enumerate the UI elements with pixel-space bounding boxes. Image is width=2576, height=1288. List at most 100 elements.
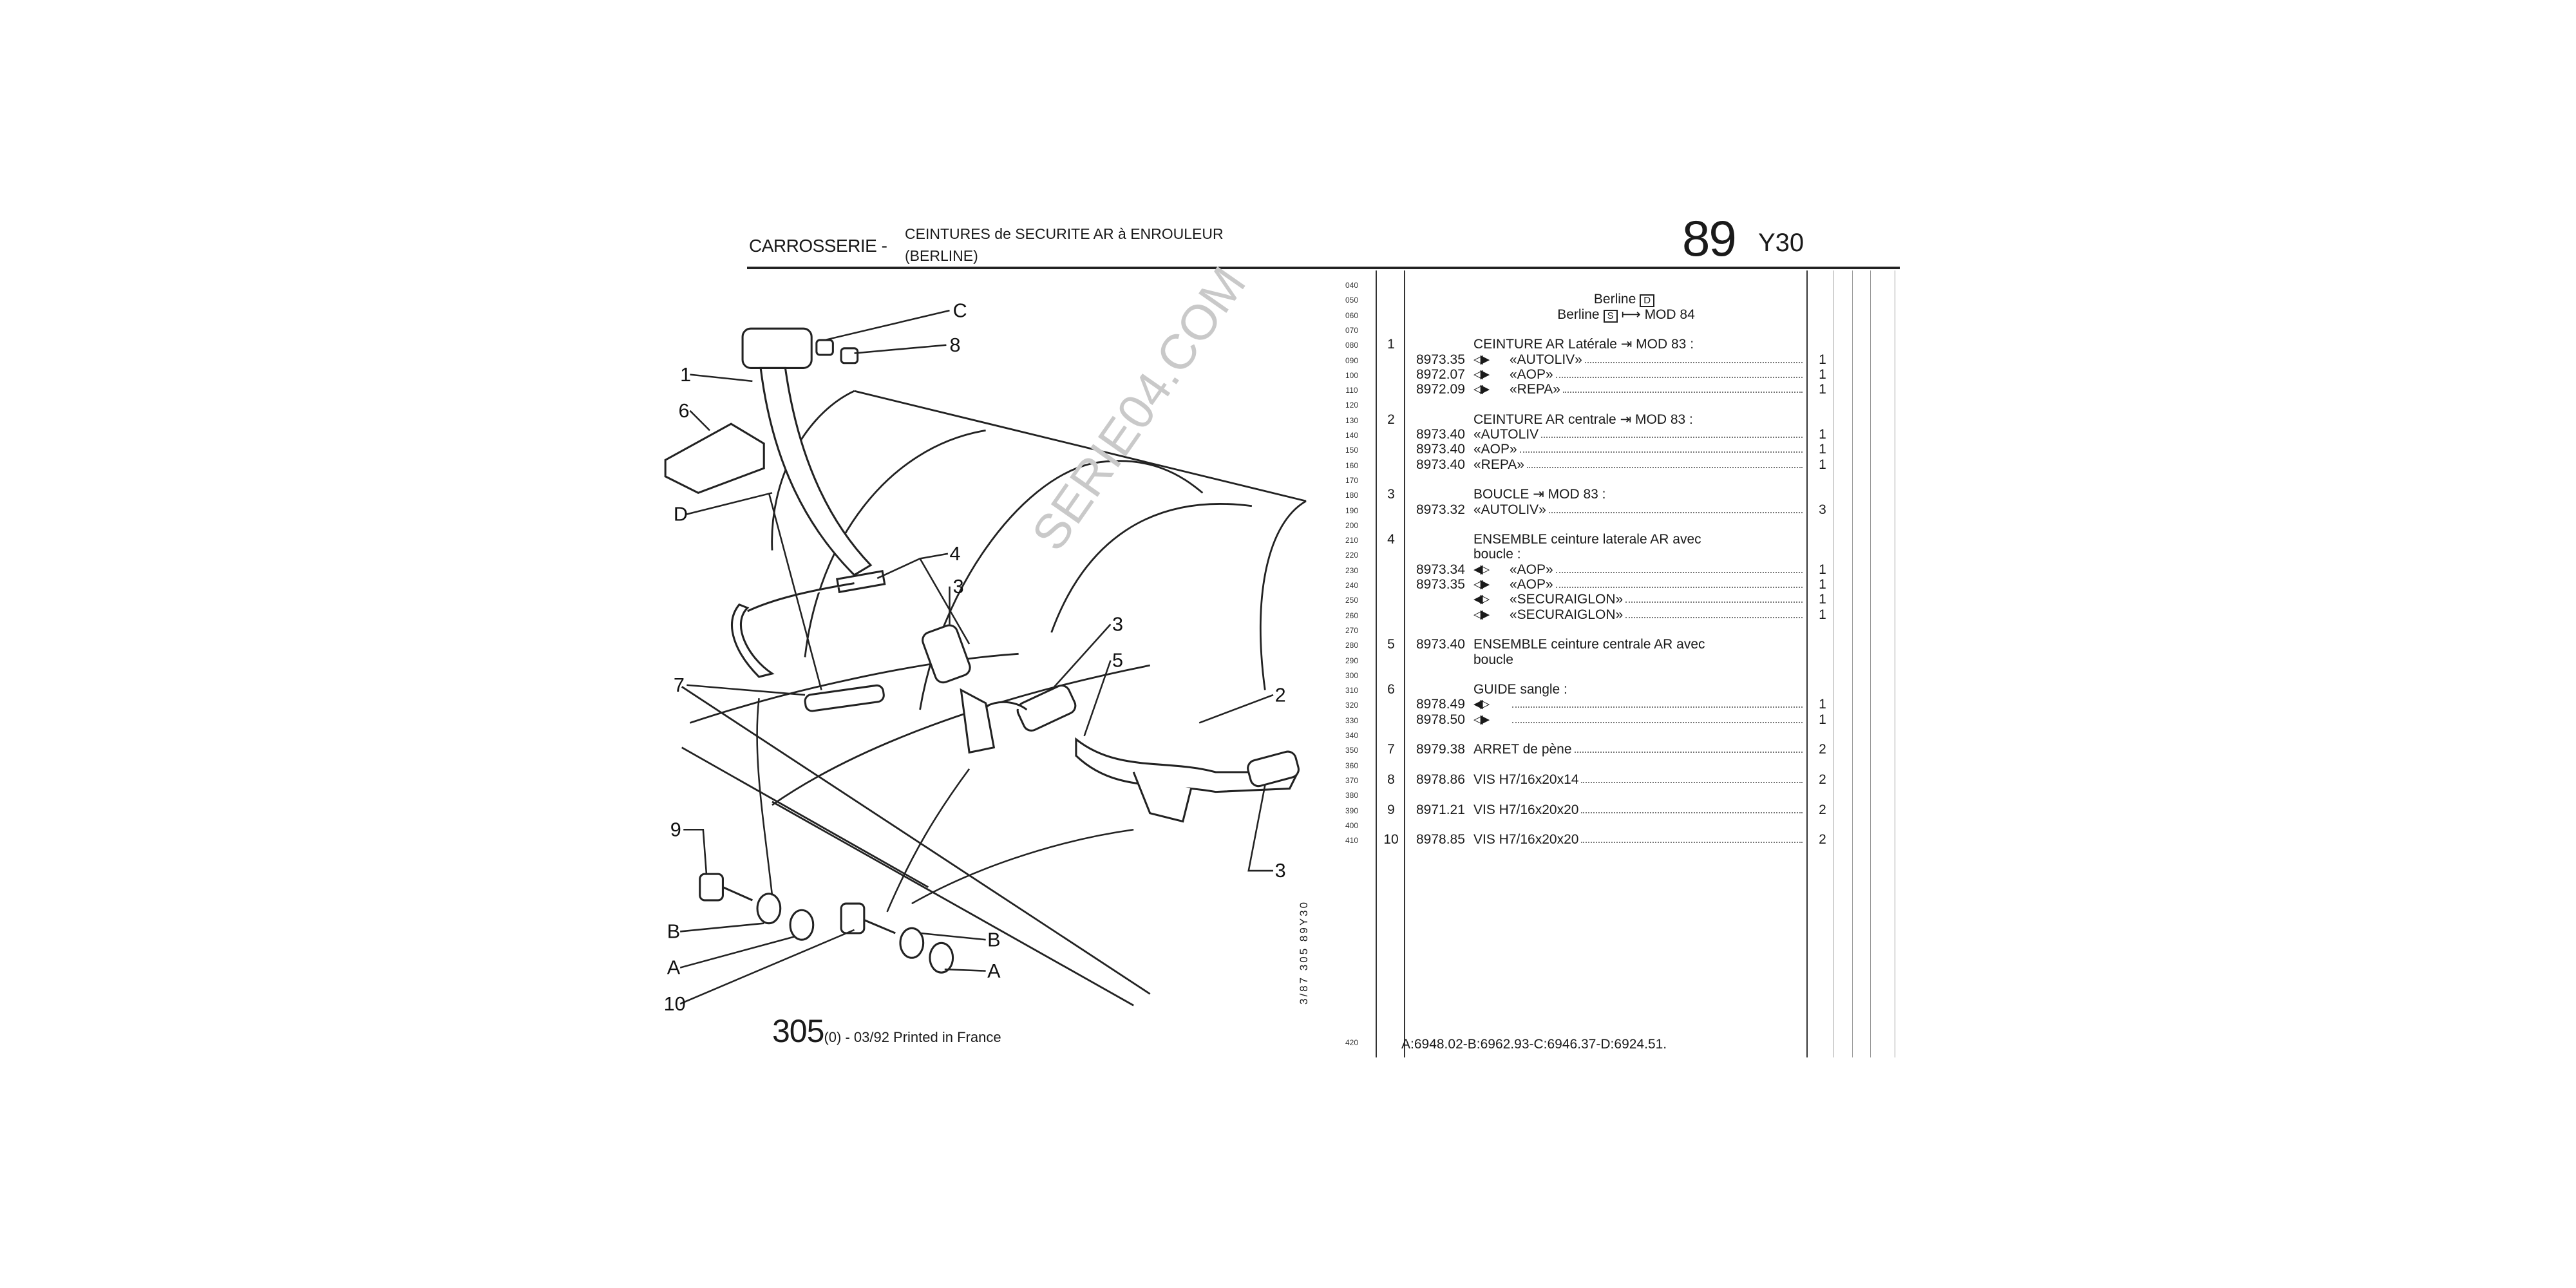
- table-row: CEINTURE AR centrale ⇥ MOD 83 :: [1416, 412, 1805, 427]
- part-description: «SECURAIGLON»: [1510, 607, 1624, 622]
- table-row: 8973.35◁▶«AOP»: [1416, 578, 1805, 592]
- quantity: 1: [1819, 442, 1826, 457]
- callout-6: 6: [679, 400, 690, 422]
- table-row: ◀▷«SECURAIGLON»: [1416, 592, 1805, 607]
- part-reference: 8973.35: [1416, 577, 1465, 592]
- line-code: 210: [1345, 536, 1359, 545]
- item-number: 7: [1387, 742, 1395, 757]
- dot-leader: [1555, 586, 1803, 588]
- part-reference: 8973.34: [1416, 562, 1465, 577]
- header-divider: [747, 267, 1900, 269]
- side-symbol-icon: ◁▶: [1473, 607, 1490, 621]
- part-description: «REPA»: [1473, 457, 1524, 472]
- table-row: CEINTURE AR Latérale ⇥ MOD 83 :: [1416, 337, 1805, 352]
- dot-leader: [1581, 841, 1803, 844]
- callout-4: 4: [949, 543, 960, 565]
- item-number: 10: [1383, 832, 1399, 848]
- item-number: 2: [1387, 412, 1395, 427]
- line-code: 340: [1345, 731, 1359, 740]
- item-number: 4: [1387, 532, 1395, 547]
- line-code: 380: [1345, 791, 1359, 800]
- part-description: «REPA»: [1510, 382, 1560, 397]
- page-code: Y30: [1758, 229, 1804, 257]
- part-description: «AUTOLIV»: [1473, 502, 1546, 517]
- table-row: 8972.07◁▶«AOP»: [1416, 366, 1805, 382]
- page-number: 89: [1682, 210, 1737, 267]
- quantity: 2: [1819, 832, 1826, 848]
- footer-page-number: 305: [772, 1013, 824, 1049]
- callout-8: 8: [949, 334, 960, 356]
- dot-leader: [1625, 616, 1803, 618]
- line-code: 310: [1345, 686, 1359, 696]
- center-belt: [1075, 737, 1300, 793]
- line-code: 110: [1345, 386, 1358, 395]
- line-code: 400: [1345, 820, 1359, 830]
- table-divider: [1806, 270, 1808, 1057]
- part-reference: 8973.40: [1416, 457, 1465, 472]
- table-row: 8973.40 «AOP»: [1416, 442, 1805, 457]
- line-code: 140: [1345, 431, 1359, 440]
- table-row: 8973.34◀▷«AOP»: [1416, 562, 1805, 577]
- part-reference: 8972.09: [1416, 382, 1465, 397]
- line-code: 180: [1345, 491, 1359, 500]
- callout-labels: 1 6 D C 8 4 3 3 5 2 7 9 B A 10 B A 3: [664, 299, 1286, 1015]
- footer-print-info: (0) - 03/92 Printed in France: [824, 1029, 1001, 1045]
- side-symbol-icon: ◁▶: [1473, 578, 1490, 591]
- line-code: 320: [1345, 701, 1359, 710]
- item-number: 3: [1387, 487, 1395, 502]
- item-number: 1: [1387, 337, 1395, 352]
- line-code: 270: [1345, 625, 1359, 635]
- line-code: 200: [1345, 520, 1359, 530]
- line-code: 040: [1345, 281, 1359, 290]
- page-footer: 305(0) - 03/92 Printed in France: [772, 1012, 1001, 1050]
- line-code: 120: [1345, 401, 1359, 410]
- side-symbol-icon: ◁▶: [1473, 383, 1490, 397]
- part-reference: 8971.21: [1416, 802, 1465, 817]
- table-divider: [1376, 270, 1377, 1057]
- table-row: ◁▶ «SECURAIGLON»: [1416, 607, 1805, 622]
- part-description: «AOP»: [1473, 442, 1517, 457]
- line-code: 160: [1345, 460, 1359, 470]
- part-description: CEINTURE AR centrale ⇥ MOD 83 :: [1473, 412, 1693, 427]
- part-reference: 8973.40: [1416, 442, 1465, 457]
- seat-outline: [681, 390, 1307, 1007]
- line-code: 280: [1345, 641, 1359, 650]
- line-code: 260: [1345, 611, 1359, 620]
- drawing-reference-code: 3/87 305 89Y30: [1298, 900, 1310, 1005]
- line-code: 300: [1345, 670, 1359, 680]
- table-row: 8973.40 «REPA»: [1416, 457, 1805, 472]
- part-description: «AOP»: [1510, 366, 1553, 382]
- part-reference: 8973.35: [1416, 352, 1465, 367]
- part-description: BOUCLE ⇥ MOD 83 :: [1473, 487, 1606, 502]
- variant-code-box: D: [1640, 294, 1655, 308]
- table-row: boucle: [1416, 652, 1805, 667]
- callout-B2: B: [987, 929, 1000, 951]
- dot-leader: [1581, 781, 1803, 783]
- callout-A: A: [667, 957, 681, 979]
- quantity: 1: [1819, 562, 1826, 577]
- quantity: 2: [1819, 742, 1826, 757]
- callout-7: 7: [674, 674, 685, 696]
- dot-leader: [1555, 376, 1803, 378]
- dot-leader: [1512, 706, 1803, 708]
- quantity: 1: [1819, 457, 1826, 472]
- line-code: 290: [1345, 656, 1359, 665]
- line-code: 170: [1345, 475, 1359, 485]
- table-row: 8978.49◀▷: [1416, 697, 1805, 712]
- dot-leader: [1512, 721, 1803, 723]
- callout-10: 10: [664, 993, 686, 1015]
- line-code: 330: [1345, 715, 1359, 725]
- line-code: 080: [1345, 341, 1359, 350]
- belt-parts: [664, 327, 1300, 974]
- line-code: 250: [1345, 596, 1359, 605]
- dot-leader: [1574, 751, 1803, 753]
- section-title: CARROSSERIE -: [749, 236, 887, 256]
- variant-label: Berline: [1593, 292, 1636, 307]
- bolt-10: [840, 902, 866, 934]
- part-reference: 8978.50: [1416, 712, 1465, 727]
- dot-leader: [1541, 436, 1803, 438]
